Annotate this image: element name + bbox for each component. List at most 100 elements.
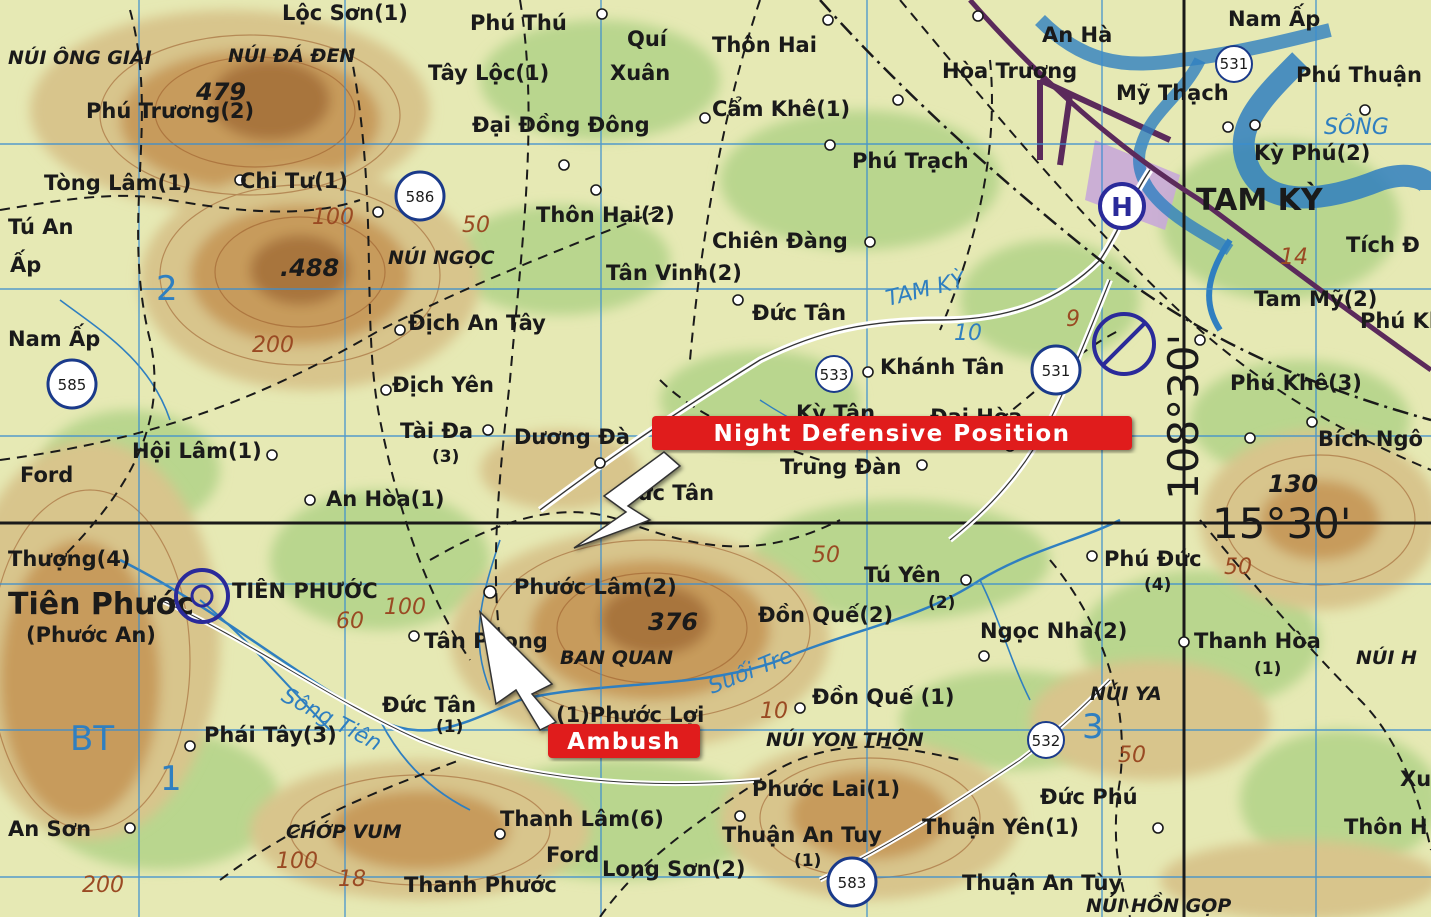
- place-label: Địch Yên: [392, 373, 494, 397]
- place-label: Chiên Đàng: [712, 229, 848, 253]
- contour-label: 200: [252, 333, 294, 358]
- place-label: Thôn Hai(2): [536, 203, 675, 227]
- place-label: (1): [1254, 659, 1281, 679]
- place-label: Chi Tư(1): [240, 169, 348, 193]
- route-marker-531: 531: [1215, 45, 1253, 83]
- place-label: Thôn Hai: [712, 33, 817, 57]
- annotation-ambush: Ambush: [478, 609, 700, 758]
- grid-labels: 2 3 1 BT: [70, 269, 1104, 799]
- place-label: Nam Ấp: [1228, 3, 1320, 31]
- svg-text:533: 533: [820, 366, 849, 384]
- mountain-label: NÚI ÔNG GIAI: [8, 45, 152, 69]
- svg-text:585: 585: [58, 376, 87, 394]
- route-marker-531: 531: [1030, 344, 1082, 396]
- helipad-icon: H: [1098, 182, 1146, 230]
- place-label: (2): [928, 593, 955, 613]
- airfield-icon: [174, 568, 230, 624]
- mountain-label: NÚI H: [1356, 645, 1417, 669]
- place-label: Lộc Sơn(1): [282, 1, 408, 25]
- place-label: Ford: [20, 463, 73, 487]
- place-label: Thuận An Tùy: [962, 871, 1122, 895]
- airfield-icon: [1092, 312, 1156, 376]
- place-label: Tú Yên: [864, 563, 941, 587]
- elevation-label: 376: [648, 608, 698, 636]
- place-label: Phái Tây(3): [204, 723, 337, 747]
- place-label: Tài Đa: [400, 419, 473, 443]
- contour-label: 100: [312, 205, 354, 230]
- mountain-label: NÚI HỒN GỌP: [1086, 891, 1231, 917]
- ambush-label-box: [548, 724, 700, 758]
- contour-label: 50: [462, 213, 490, 238]
- contour-label: 18: [338, 867, 366, 892]
- place-label: Ford: [546, 843, 599, 867]
- airfield-symbols: H: [174, 182, 1156, 624]
- place-label: TAM KỲ: [1196, 181, 1324, 218]
- ambush-arrow: [478, 609, 558, 731]
- annotation-night-defensive-position: Night Defensive Position: [573, 416, 1132, 549]
- place-label: Đức Tân: [382, 693, 476, 717]
- place-label: Dương Đà: [514, 425, 630, 449]
- contour-label: 50: [1224, 555, 1252, 580]
- place-label: Kỳ Phú(2): [1254, 141, 1370, 165]
- contour-label: 50: [1118, 743, 1146, 768]
- route-markers: 586 585 533 531 531 532 583: [46, 45, 1253, 908]
- place-label: (1)Phước Lợi: [556, 703, 704, 727]
- place-label: Phú Trương(2): [86, 99, 254, 123]
- village-markers: [124, 8, 1371, 840]
- place-label: Đồn Quế(2): [758, 603, 893, 627]
- place-label: Xuân: [610, 61, 670, 85]
- place-label: Ngọc Nha(2): [980, 619, 1127, 643]
- river-label: SÔNG: [1324, 114, 1389, 140]
- place-label: Khánh Tân: [880, 355, 1004, 379]
- place-label: Phước Lai(1): [752, 777, 900, 801]
- place-label: Thuận Yên(1): [922, 815, 1079, 839]
- river-label: 10: [954, 321, 982, 346]
- place-label: Xu: [1400, 767, 1431, 791]
- place-label: Đức Tân: [752, 301, 846, 325]
- place-label: Phú Khê: [1360, 309, 1431, 333]
- route-marker-585: 585: [46, 358, 98, 410]
- place-label: Phú Thú: [470, 11, 567, 35]
- mountain-label: CHỚP VUM: [286, 819, 402, 843]
- mountain-label: BAN QUAN: [560, 647, 673, 669]
- place-label: Tân Vinh(2): [606, 261, 742, 285]
- contour-values: 100 50 200 60 100 50 10 50 50 100 200 18…: [82, 205, 1308, 898]
- place-label: Quí: [627, 27, 669, 51]
- place-label: Đức Phú: [1040, 785, 1138, 809]
- place-label: Thôn H: [1344, 815, 1428, 839]
- contour-label: 60: [336, 609, 364, 634]
- route-marker-586: 586: [394, 170, 446, 222]
- place-label: Thượng(4): [8, 547, 130, 571]
- place-label: Tam Mỹ(2): [1254, 287, 1377, 311]
- contour-label: 14: [1280, 245, 1308, 270]
- place-label: Hội Lâm(1): [132, 439, 262, 463]
- ndp-label: Night Defensive Position: [713, 421, 1070, 447]
- place-label: (3): [432, 447, 459, 467]
- svg-text:531: 531: [1220, 55, 1249, 73]
- place-label: Phú Trạch: [852, 149, 969, 173]
- elevation-label: 479: [195, 78, 246, 106]
- place-label: Thanh Lâm(6): [500, 807, 664, 831]
- place-label: Bích Ngô: [1318, 427, 1423, 451]
- grid-label: 1: [160, 759, 182, 799]
- mountain-label: NÚI YON THÔN: [766, 727, 924, 751]
- mountain-label: NÚI ĐÁ ĐEN: [228, 43, 355, 67]
- contour-label: 50: [812, 543, 840, 568]
- place-labels: Lộc Sơn(1) Phú Thú Quí Thôn Hai An Hà Na…: [8, 1, 1431, 897]
- elevation-label: 130: [1268, 470, 1318, 498]
- contour-label: 9: [1066, 307, 1080, 332]
- spot-elevations: 479 .488 376 130: [195, 78, 1318, 636]
- place-label: Phú Khê(3): [1230, 371, 1362, 395]
- place-label: Long Sơn(2): [602, 857, 745, 881]
- place-label: Tú An: [8, 215, 73, 239]
- svg-text:H: H: [1111, 193, 1133, 223]
- place-label: Tích Đ: [1346, 233, 1420, 257]
- place-label: (1): [436, 717, 463, 737]
- place-label: Mỹ Thạch: [1116, 81, 1229, 105]
- place-label: Tiên Phước: [8, 587, 194, 622]
- place-label: (Phước An): [26, 623, 156, 647]
- place-label: An Sơn: [8, 817, 91, 841]
- place-label: (4): [1144, 575, 1171, 595]
- place-label: Phú Đức: [1104, 547, 1202, 571]
